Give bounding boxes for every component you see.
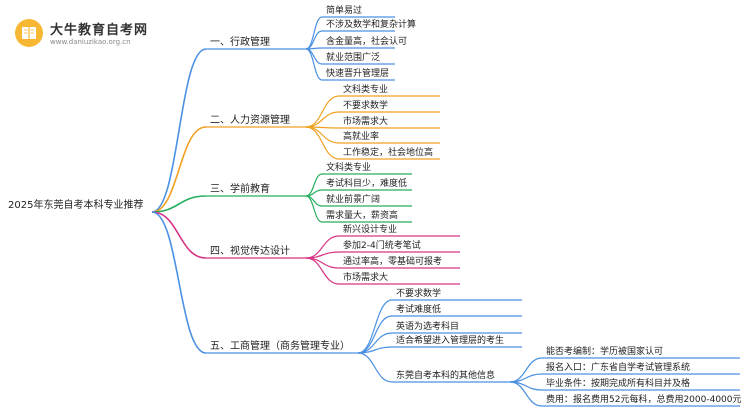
branch-node: 三、学前教育 — [210, 182, 270, 195]
other-leaf-node: 能否考编制：学历被国家认可 — [546, 345, 663, 357]
leaf-link — [305, 126, 340, 144]
leaf-node: 需求量大，薪资高 — [326, 209, 398, 221]
connector-lines — [151, 16, 740, 407]
leaf-node: 通过率高，零基础可报考 — [343, 255, 442, 267]
leaf-node: 含金量高，社会认可 — [326, 35, 407, 47]
logo-url: www.daniuzikao.org.cn — [50, 38, 131, 46]
other-info-node: 东莞自考本科的其他信息 — [396, 369, 495, 381]
leaf-node: 英语为选考科目 — [396, 320, 459, 332]
leaf-node: 适合希望进入管理层的考生 — [396, 334, 504, 346]
leaf-node: 工作稳定，社会地位高 — [343, 146, 433, 158]
leaf-node: 新兴设计专业 — [343, 223, 397, 235]
logo-title: 大牛教育自考网 — [50, 23, 149, 38]
other-link — [357, 352, 393, 383]
leaf-node: 市场需求大 — [343, 115, 388, 127]
leaf-node: 快速晋升管理层 — [326, 67, 389, 79]
leaf-node: 不要求数学 — [396, 287, 441, 299]
leaf-link — [305, 195, 323, 223]
branch-link — [151, 126, 207, 213]
leaf-link — [305, 95, 340, 128]
branch-node: 四、视觉传达设计 — [210, 244, 290, 257]
leaf-link — [305, 16, 323, 50]
leaf-node: 不要求数学 — [343, 99, 388, 111]
leaf-node: 就业前景广阔 — [326, 193, 380, 205]
branch-node: 五、工商管理（商务管理专业） — [210, 339, 350, 352]
branch-link — [151, 211, 207, 259]
branch-link — [151, 195, 207, 213]
branch-link — [151, 48, 207, 213]
branch-link — [151, 211, 207, 354]
leaf-node: 高就业率 — [343, 130, 379, 142]
leaf-node: 文科类专业 — [343, 83, 388, 95]
other-leaf-node: 报名入口：广东省自学考试管理系统 — [546, 361, 690, 373]
leaf-link — [305, 111, 340, 128]
leaf-node: 就业范围广泛 — [326, 51, 380, 63]
book-icon — [15, 19, 43, 47]
other-leaf-node: 毕业条件：按期完成所有科目并及格 — [546, 377, 690, 389]
leaf-link — [357, 299, 393, 354]
leaf-node: 文科类专业 — [326, 161, 371, 173]
leaf-node: 考试科目少，难度低 — [326, 177, 407, 189]
leaf-node: 参加2-4门统考笔试 — [343, 239, 421, 251]
leaf-link — [305, 48, 323, 81]
leaf-node: 市场需求大 — [343, 271, 388, 283]
leaf-node: 简单易过 — [326, 4, 362, 16]
branch-node: 一、行政管理 — [210, 35, 270, 48]
leaf-node: 不涉及数学和复杂计算 — [326, 18, 416, 30]
mindmap-nodes: 2025年东莞自考本科专业推荐 一、行政管理 简单易过不涉及数学和复杂计算含金量高，… — [8, 4, 742, 405]
other-leaf-node: 费用：报名费用52元每科，总费用2000-4000元 — [546, 393, 742, 405]
leaf-link — [305, 257, 340, 285]
leaf-node: 考试难度低 — [396, 303, 441, 315]
site-logo: 大牛教育自考网 www.daniuzikao.org.cn — [14, 14, 204, 54]
other-leaf-link — [509, 381, 543, 407]
root-node: 2025年东莞自考本科专业推荐 — [8, 198, 143, 211]
leaf-link — [305, 126, 340, 160]
branch-node: 二、人力资源管理 — [210, 113, 290, 126]
leaf-link — [357, 346, 393, 354]
